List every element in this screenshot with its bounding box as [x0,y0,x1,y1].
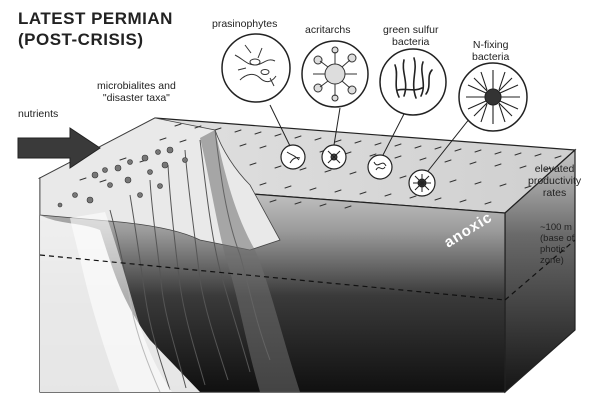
label-elevated-productivity: elevated productivity rates [528,163,581,199]
label-nutrients: nutrients [18,108,58,120]
label-microbialites: microbialites and "disaster taxa" [97,80,176,104]
label-prasinophytes: prasinophytes [212,18,277,30]
acritarchs-magnified [302,41,368,107]
prasinophytes-magnified [222,34,290,102]
label-photic-zone-depth: ~100 m (base of photic zone) [540,222,574,266]
label-acritarchs: acritarchs [305,24,351,36]
label-green-sulfur-bacteria: green sulfur bacteria [383,24,438,48]
label-n-fixing-bacteria: N-fixing bacteria [472,39,509,63]
n-fixing-bacteria-magnified [459,63,527,131]
green-sulfur-bacteria-magnified [380,49,446,115]
